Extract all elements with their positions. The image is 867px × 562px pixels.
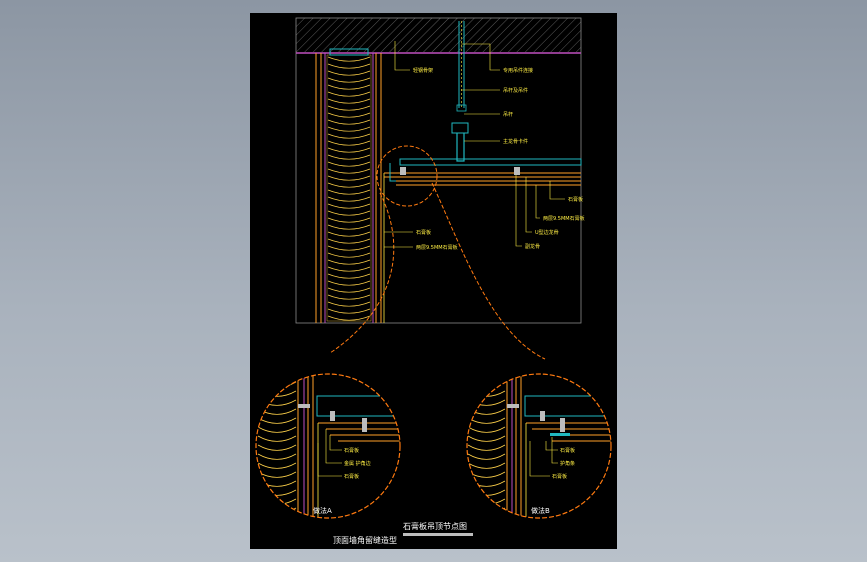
drawing-title: 石膏板吊顶节点图 bbox=[403, 521, 467, 531]
callout-secondary-keel: 副龙骨 bbox=[525, 243, 540, 250]
title-underline bbox=[403, 533, 473, 536]
drawing-sheet: 轻钢骨架 专用吊件连接 吊杆及吊件 吊杆 主龙骨卡件 石膏板 两层9.5MM石膏… bbox=[250, 13, 617, 549]
detail-b-callout-corner-strip: 护角条 bbox=[560, 460, 575, 467]
callout-rod: 吊杆 bbox=[503, 111, 513, 118]
callout-gypsum-board: 石膏板 bbox=[568, 196, 583, 203]
wall-top-track bbox=[329, 48, 369, 56]
detail-circle-main bbox=[376, 145, 438, 207]
detail-a-callout-metal-edge: 金属 护角边 bbox=[344, 460, 371, 467]
callout-wall-board: 石膏板 bbox=[416, 229, 431, 236]
leader-to-detail-b bbox=[431, 182, 546, 360]
callout-main-keel-clip: 主龙骨卡件 bbox=[503, 138, 528, 145]
detail-a-callout-board-2: 石膏板 bbox=[344, 473, 359, 480]
drawing-subtitle: 顶面墙角留缝造型 bbox=[333, 535, 397, 545]
cad-drawing: 轻钢骨架 专用吊件连接 吊杆及吊件 吊杆 主龙骨卡件 石膏板 两层9.5MM石膏… bbox=[255, 17, 612, 545]
callout-hanger-connector: 专用吊件连接 bbox=[503, 67, 533, 74]
detail-a: 石膏板 金属 护角边 石膏板 做法A bbox=[255, 373, 401, 519]
detail-b-callout-board: 石膏板 bbox=[560, 447, 575, 454]
callout-u-edge-keel: U型边龙骨 bbox=[535, 229, 559, 236]
wall-section bbox=[315, 53, 385, 323]
hanger-rod bbox=[451, 21, 469, 162]
leader-to-detail-a bbox=[329, 192, 395, 354]
callout-wall-double-board: 两层9.5MM石膏板 bbox=[416, 244, 458, 251]
callout-steel-frame: 轻钢骨架 bbox=[413, 67, 433, 74]
callout-double-board: 两层9.5MM石膏板 bbox=[543, 215, 585, 222]
detail-a-label: 做法A bbox=[313, 506, 332, 515]
detail-b-callout-board-2: 石膏板 bbox=[552, 473, 567, 480]
callout-rod-and-hanger: 吊杆及吊件 bbox=[503, 87, 528, 94]
detail-b-label: 做法B bbox=[531, 506, 550, 515]
concrete-slab bbox=[296, 18, 581, 52]
main-callouts: 轻钢骨架 专用吊件连接 吊杆及吊件 吊杆 主龙骨卡件 石膏板 两层9.5MM石膏… bbox=[384, 41, 585, 251]
ceiling-assembly bbox=[384, 158, 582, 186]
detail-b: 石膏板 护角条 石膏板 做法B bbox=[466, 373, 612, 519]
detail-a-callout-board: 石膏板 bbox=[344, 447, 359, 454]
